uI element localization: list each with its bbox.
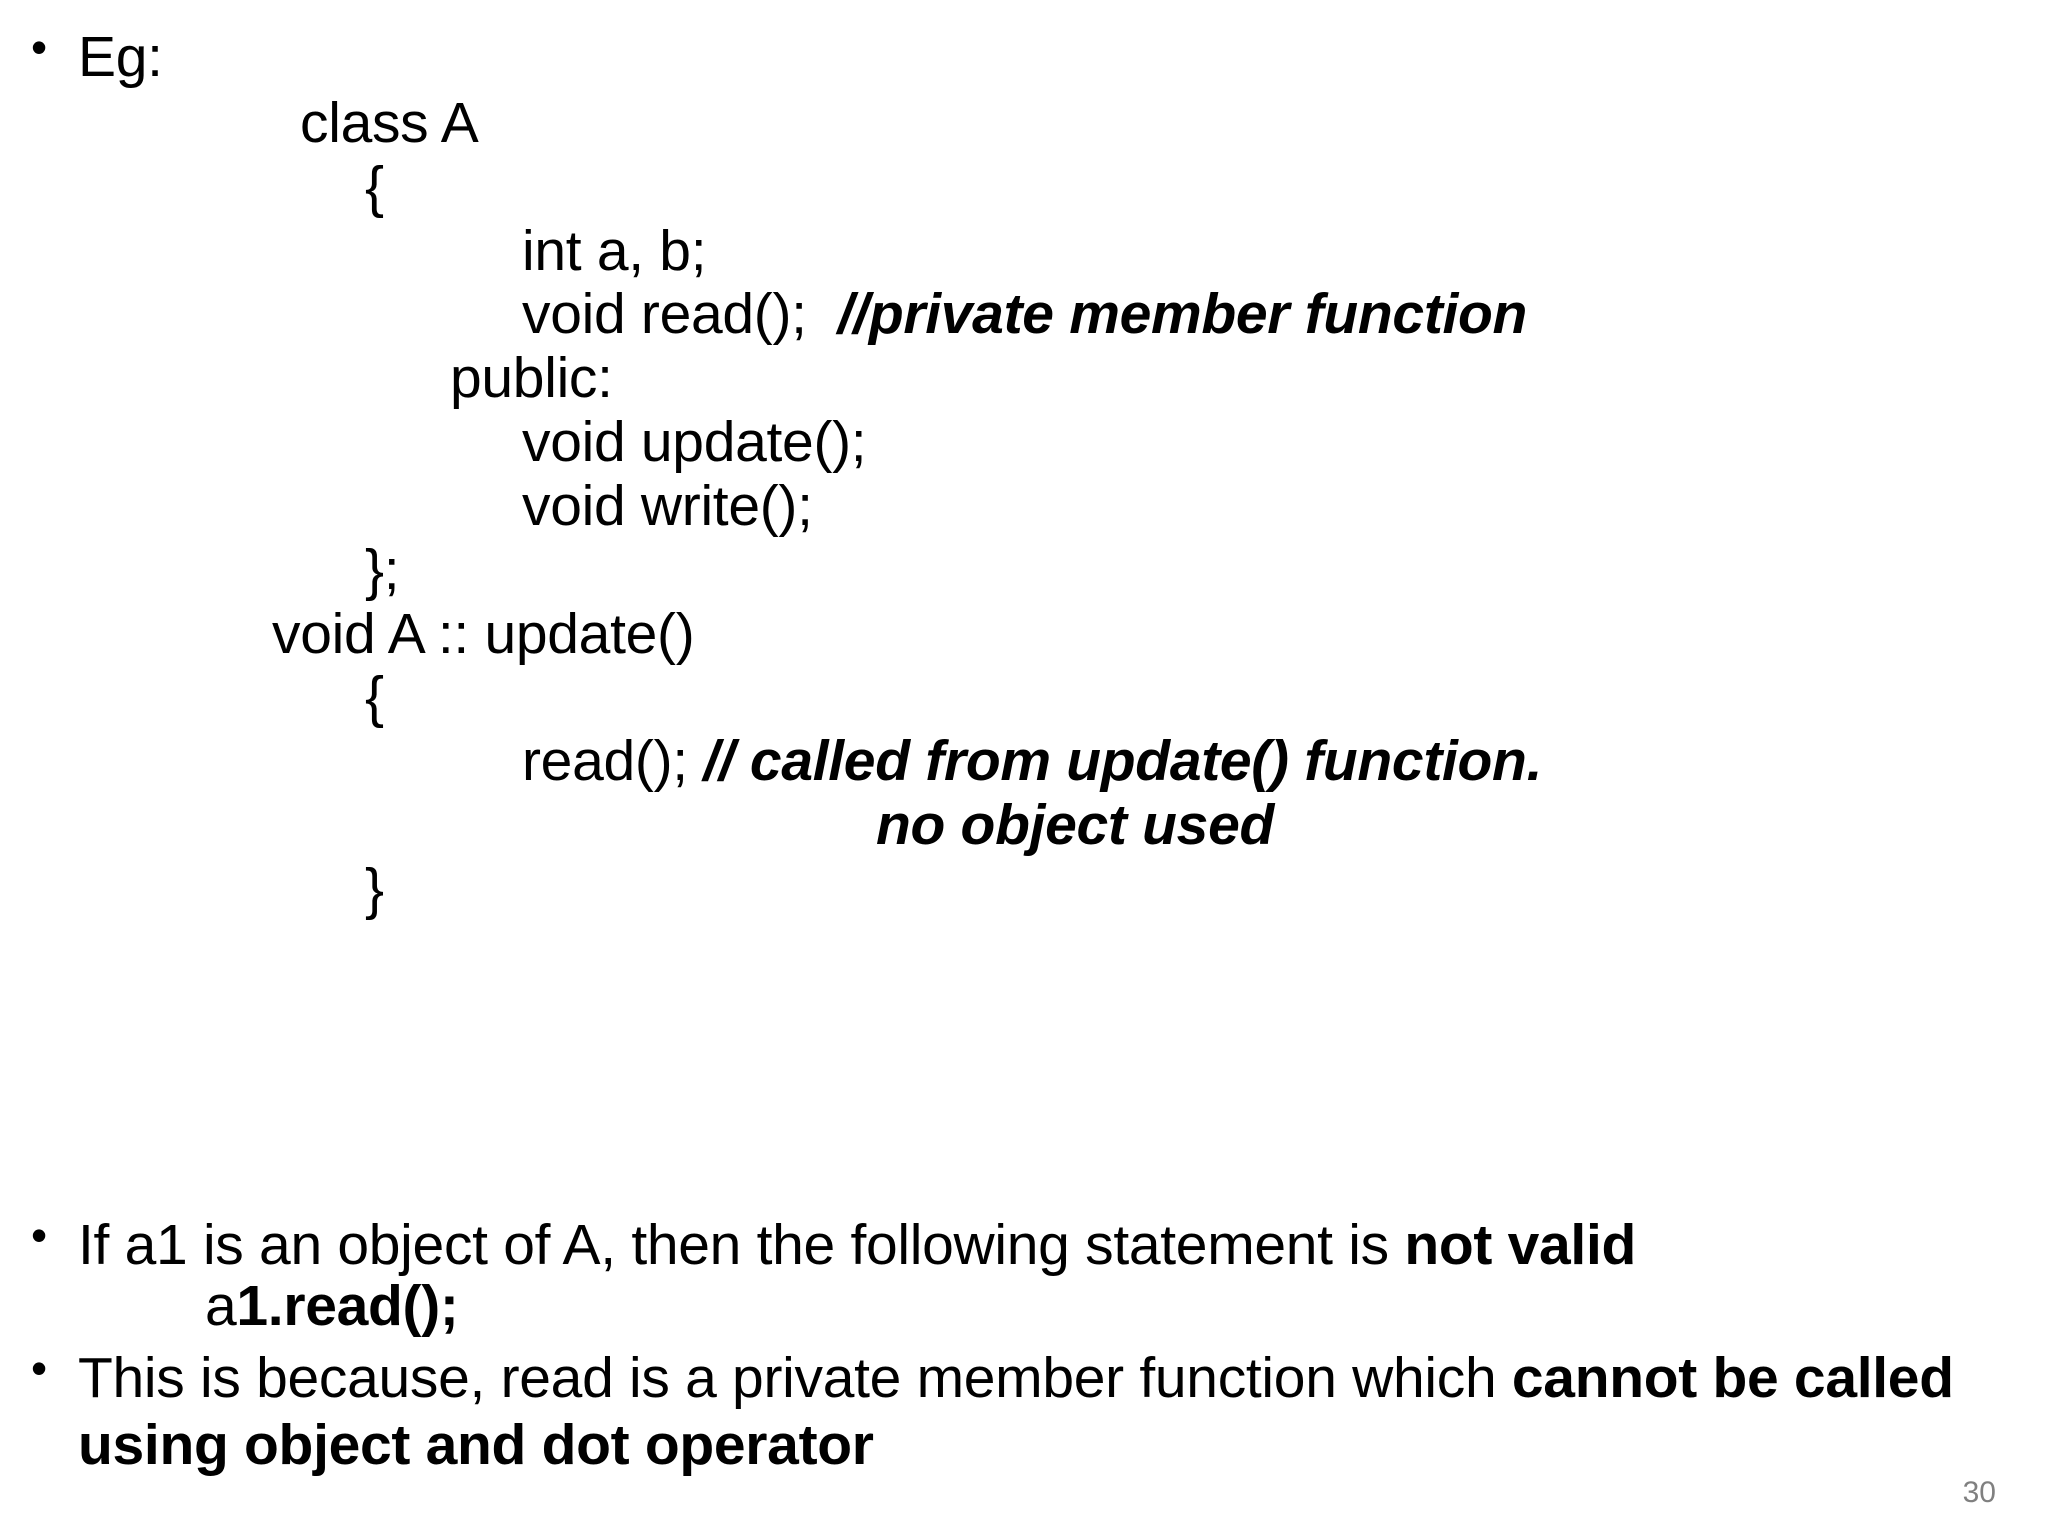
bullet-text-not-valid: If a1 is an object of A, then the follow… xyxy=(78,1212,1980,1279)
code-text-read-call: read(); xyxy=(522,729,704,794)
code-comment-no-object-used: no object used xyxy=(875,793,1274,858)
code-line-void-update-decl: void update(); xyxy=(522,410,867,475)
code-line-open-brace-class: { xyxy=(365,154,384,219)
bullet-glyph-icon: • xyxy=(30,1342,48,1394)
code-line-void-write-decl: void write(); xyxy=(522,473,813,538)
code-text-void-read: void read(); xyxy=(522,282,838,347)
bullet-glyph-icon: • xyxy=(30,21,48,73)
code-line-public-label: public: xyxy=(450,346,613,411)
code-line-close-brace-semicolon: }; xyxy=(365,537,400,602)
bullet-item-because: • This is because, read is a private mem… xyxy=(0,1345,1980,1480)
code-block: class A { int a, b; void read(); //priva… xyxy=(0,91,2000,922)
bullet-text-not-valid-plain: If a1 is an object of A, then the follow… xyxy=(78,1213,1405,1277)
code-comment-private-member-function: //private member function xyxy=(837,282,1528,347)
bullet-label-eg: Eg: xyxy=(78,25,163,89)
code-comment-called-from-update: // called from update() function. xyxy=(703,729,1543,794)
code-line-read-call: read(); // called from update() function… xyxy=(0,729,2000,794)
code-line-a1-read-call: a1.read(); xyxy=(205,1274,459,1339)
bullet-glyph-icon: • xyxy=(30,1209,48,1261)
code-line-void-a-update-def: void A :: update() xyxy=(272,601,695,666)
code-line-int-a-b: int a, b; xyxy=(522,218,707,283)
bullet-text-because: This is because, read is a private membe… xyxy=(78,1345,1980,1480)
code-text-a1-prefix: a xyxy=(205,1274,237,1338)
page-number: 30 xyxy=(1962,1476,1996,1509)
code-line-close-brace-function: } xyxy=(365,856,384,921)
bullet-text-because-plain: This is because, read is a private membe… xyxy=(78,1346,1512,1410)
code-line-open-brace-function: { xyxy=(365,665,384,730)
bullet-text-not-valid-emphasis: not valid xyxy=(1404,1213,1637,1277)
code-text-a1-read-bold: 1.read(); xyxy=(236,1274,459,1338)
code-line-void-read: void read(); //private member function xyxy=(0,283,2000,347)
bullet-item-eg: • Eg: xyxy=(0,24,1900,91)
bullet-text-because-emphasis: cannot be called using object and dot op… xyxy=(78,1346,1970,1478)
code-line-comment-continuation: no object used xyxy=(0,793,2000,858)
code-line-class-a: class A xyxy=(300,91,479,155)
bullet-item-not-valid: • If a1 is an object of A, then the foll… xyxy=(0,1212,1980,1279)
